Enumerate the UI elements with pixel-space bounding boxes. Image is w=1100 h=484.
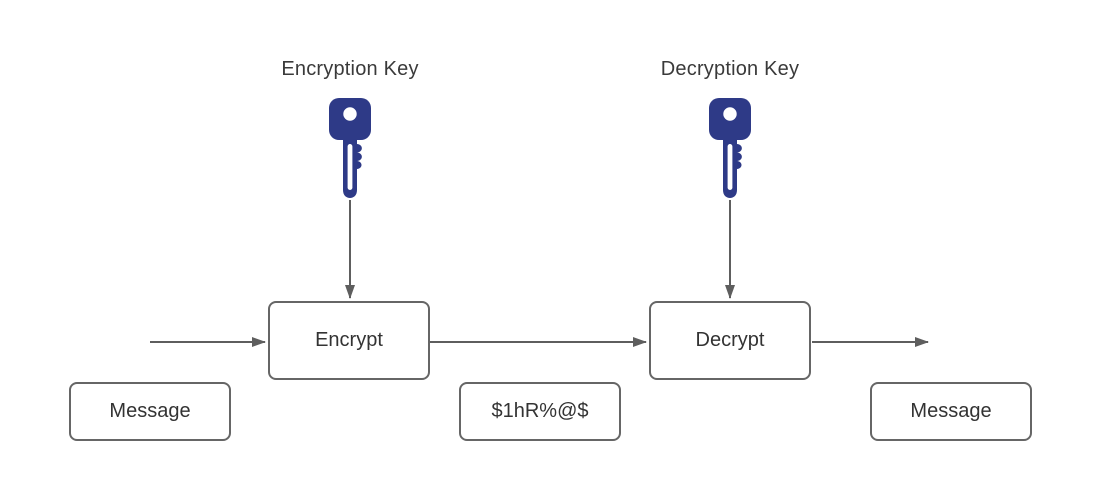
encrypt-box-label: Encrypt [315, 329, 383, 351]
message-output-label: Message [910, 400, 992, 422]
key-hole [723, 107, 737, 121]
message-output-box: Message [870, 382, 1032, 441]
decryption-key-icon [709, 98, 751, 198]
decrypt-box-label: Decrypt [695, 329, 765, 351]
message-input-box: Message [69, 382, 231, 441]
decrypt-box: Decrypt [649, 301, 811, 380]
encryption-key-icon [329, 98, 371, 198]
key-slot [347, 144, 353, 190]
message-input-label: Message [109, 400, 191, 422]
encryption-key-label: Encryption Key [281, 58, 419, 80]
ciphertext-label: $1hR%@$ [491, 400, 589, 422]
decryption-key-label: Decryption Key [660, 58, 800, 80]
key-hole [343, 107, 357, 121]
key-slot [727, 144, 733, 190]
ciphertext-box: $1hR%@$ [459, 382, 621, 441]
encrypt-box: Encrypt [268, 301, 430, 380]
